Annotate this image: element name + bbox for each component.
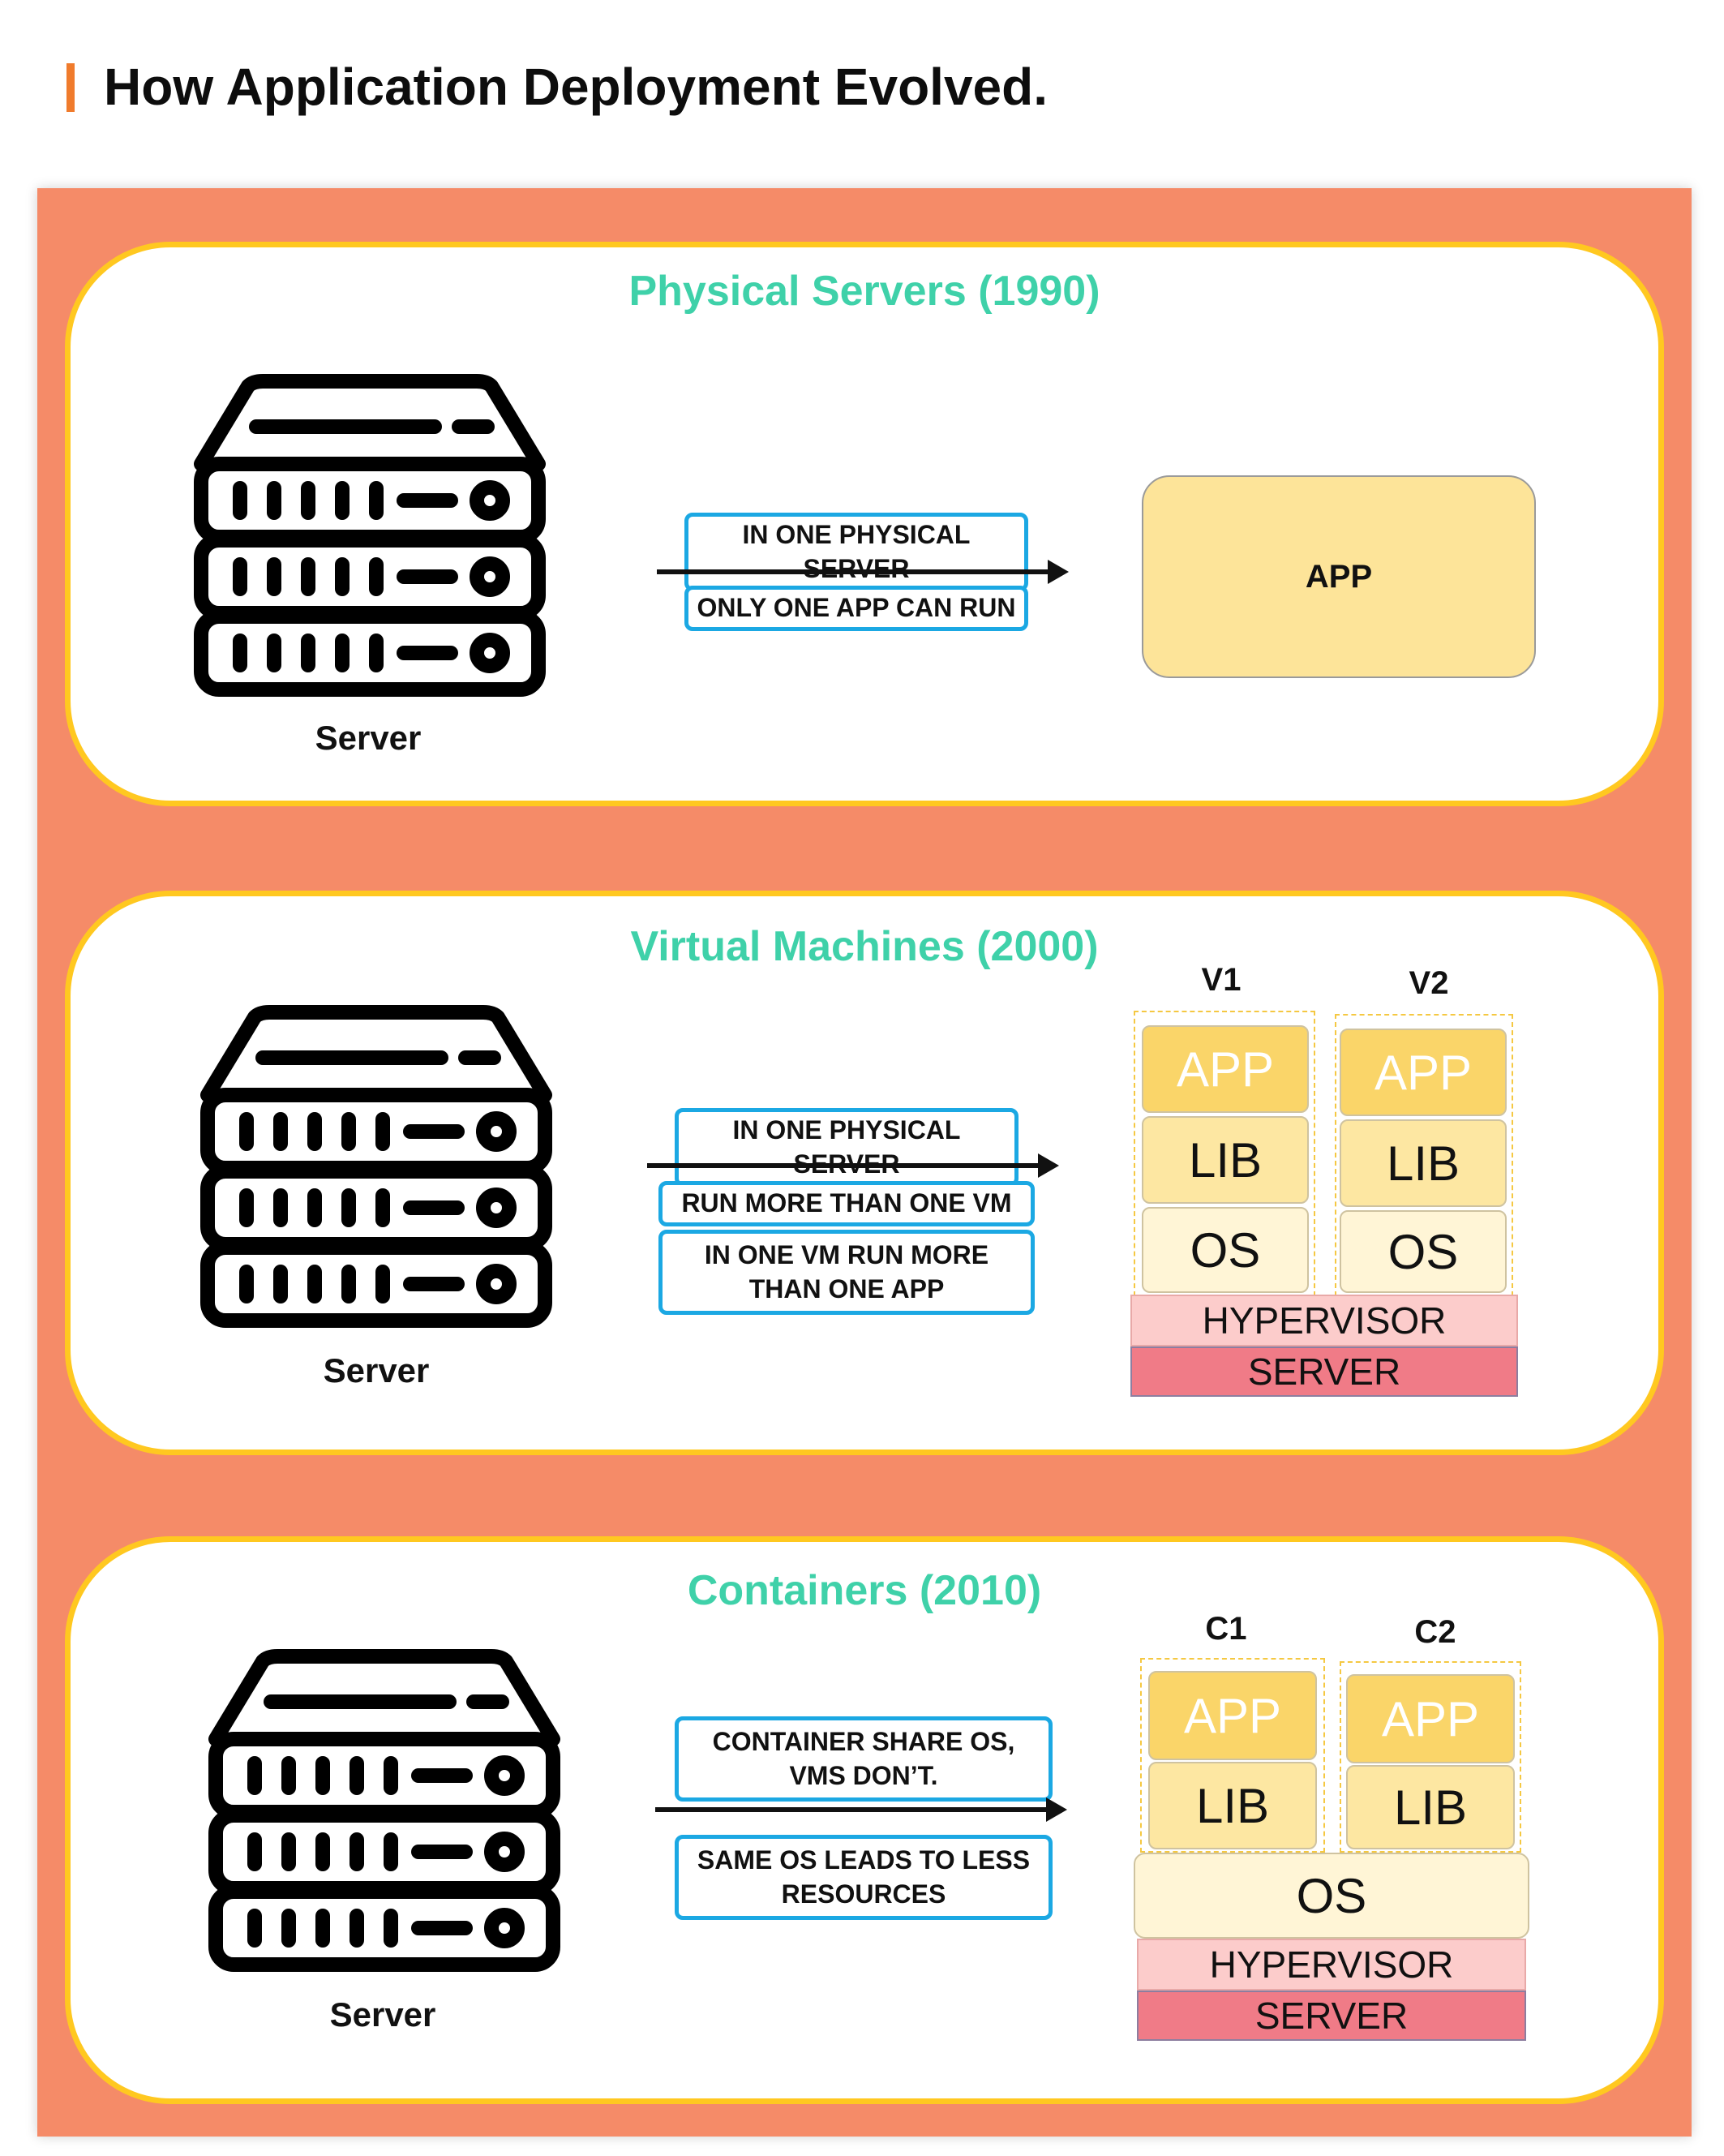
server-label: Server (329, 1995, 436, 2034)
layer-app-c1: APP (1148, 1671, 1317, 1760)
container-group-c1 (1140, 1658, 1325, 1853)
arrow-right (647, 1153, 1059, 1178)
hypervisor-bar: HYPERVISOR (1130, 1295, 1518, 1346)
hypervisor-bar: HYPERVISOR (1137, 1939, 1526, 1991)
server-label: Server (323, 1351, 430, 1389)
layer-lib-c2: LIB (1346, 1765, 1515, 1849)
panel-title: Physical Servers (1990) (628, 268, 1100, 315)
server-bar: SERVER (1130, 1346, 1518, 1397)
layer-os-v2: OS (1340, 1210, 1507, 1293)
container-group-c2 (1340, 1661, 1521, 1853)
stack-label-c2: C2 (1414, 1614, 1456, 1650)
page-title: How Application Deployment Evolved. (104, 58, 1048, 116)
note-container-1: CONTAINER SHARE OS,VMS DON’T. (675, 1716, 1053, 1802)
title-accent-bar (66, 63, 75, 112)
panel-title: Virtual Machines (2000) (630, 923, 1099, 970)
layer-app-c2: APP (1346, 1674, 1515, 1763)
app-box: APP (1142, 475, 1536, 678)
arrow-right (655, 1797, 1067, 1822)
server-rack-icon (200, 1005, 552, 1328)
panel-title: Containers (2010) (687, 1567, 1042, 1614)
stack-label-c1: C1 (1205, 1611, 1247, 1647)
note-physical-2: ONLY ONE APP CAN RUN (684, 586, 1028, 631)
server-label: Server (315, 719, 422, 757)
note-physical-1: IN ONE PHYSICAL SERVER (684, 513, 1028, 592)
arrow-right (657, 560, 1069, 584)
server-rack-icon (194, 374, 546, 697)
note-vm-2: RUN MORE THAN ONE VM (658, 1181, 1035, 1226)
layer-lib-c1: LIB (1148, 1762, 1317, 1849)
layer-lib-v2: LIB (1340, 1119, 1507, 1207)
stack-label-v1: V1 (1201, 962, 1242, 998)
layer-app-v2: APP (1340, 1029, 1507, 1116)
note-vm-1: IN ONE PHYSICAL SERVER (675, 1108, 1019, 1188)
layer-lib-v1: LIB (1142, 1116, 1309, 1204)
stack-label-v2: V2 (1409, 965, 1449, 1001)
layer-app-v1: APP (1142, 1025, 1309, 1113)
server-rack-icon (208, 1649, 560, 1972)
server-bar: SERVER (1137, 1991, 1526, 2041)
layer-os-shared: OS (1134, 1853, 1529, 1939)
layer-os-v1: OS (1142, 1207, 1309, 1293)
